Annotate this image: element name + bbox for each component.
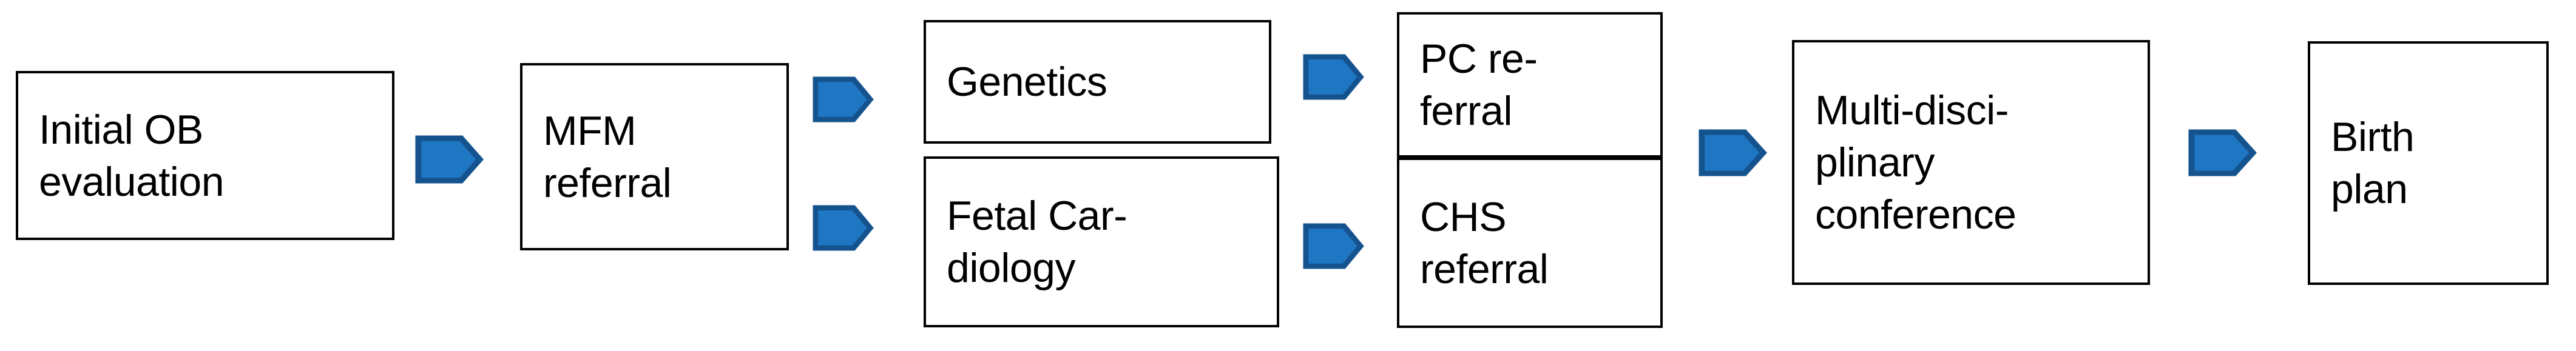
arrow-right-icon [1303, 222, 1364, 270]
arrow-right-icon [813, 76, 874, 123]
node-label: Genetics [947, 59, 1107, 105]
arrow-right-icon [2188, 129, 2257, 177]
arrow-right-icon [1699, 129, 1768, 177]
node-initial-ob-evaluation[interactable]: Initial OB evaluation [16, 71, 394, 240]
node-genetics[interactable]: Genetics [924, 20, 1271, 144]
node-label: Initial OB evaluation [39, 106, 225, 205]
node-label: CHS referral [1420, 193, 1549, 292]
arrow-right-icon [415, 135, 484, 184]
node-pc-referral[interactable]: PC re- ferral [1397, 12, 1663, 158]
node-label: Birth plan [2331, 114, 2415, 212]
arrow-right-icon [1303, 53, 1364, 101]
node-label: Fetal Car- diology [947, 193, 1127, 291]
node-birth-plan[interactable]: Birth plan [2308, 41, 2549, 285]
node-label: PC re- ferral [1420, 36, 1538, 134]
node-fetal-cardiology[interactable]: Fetal Car- diology [924, 156, 1279, 327]
node-mfm-referral[interactable]: MFM referral [520, 63, 789, 250]
node-label: Multi-disci- plinary conference [1815, 87, 2017, 238]
node-multidisciplinary-conference[interactable]: Multi-disci- plinary conference [1792, 40, 2150, 285]
node-chs-referral[interactable]: CHS referral [1397, 158, 1663, 328]
node-label: MFM referral [543, 107, 672, 206]
arrow-right-icon [813, 204, 874, 252]
